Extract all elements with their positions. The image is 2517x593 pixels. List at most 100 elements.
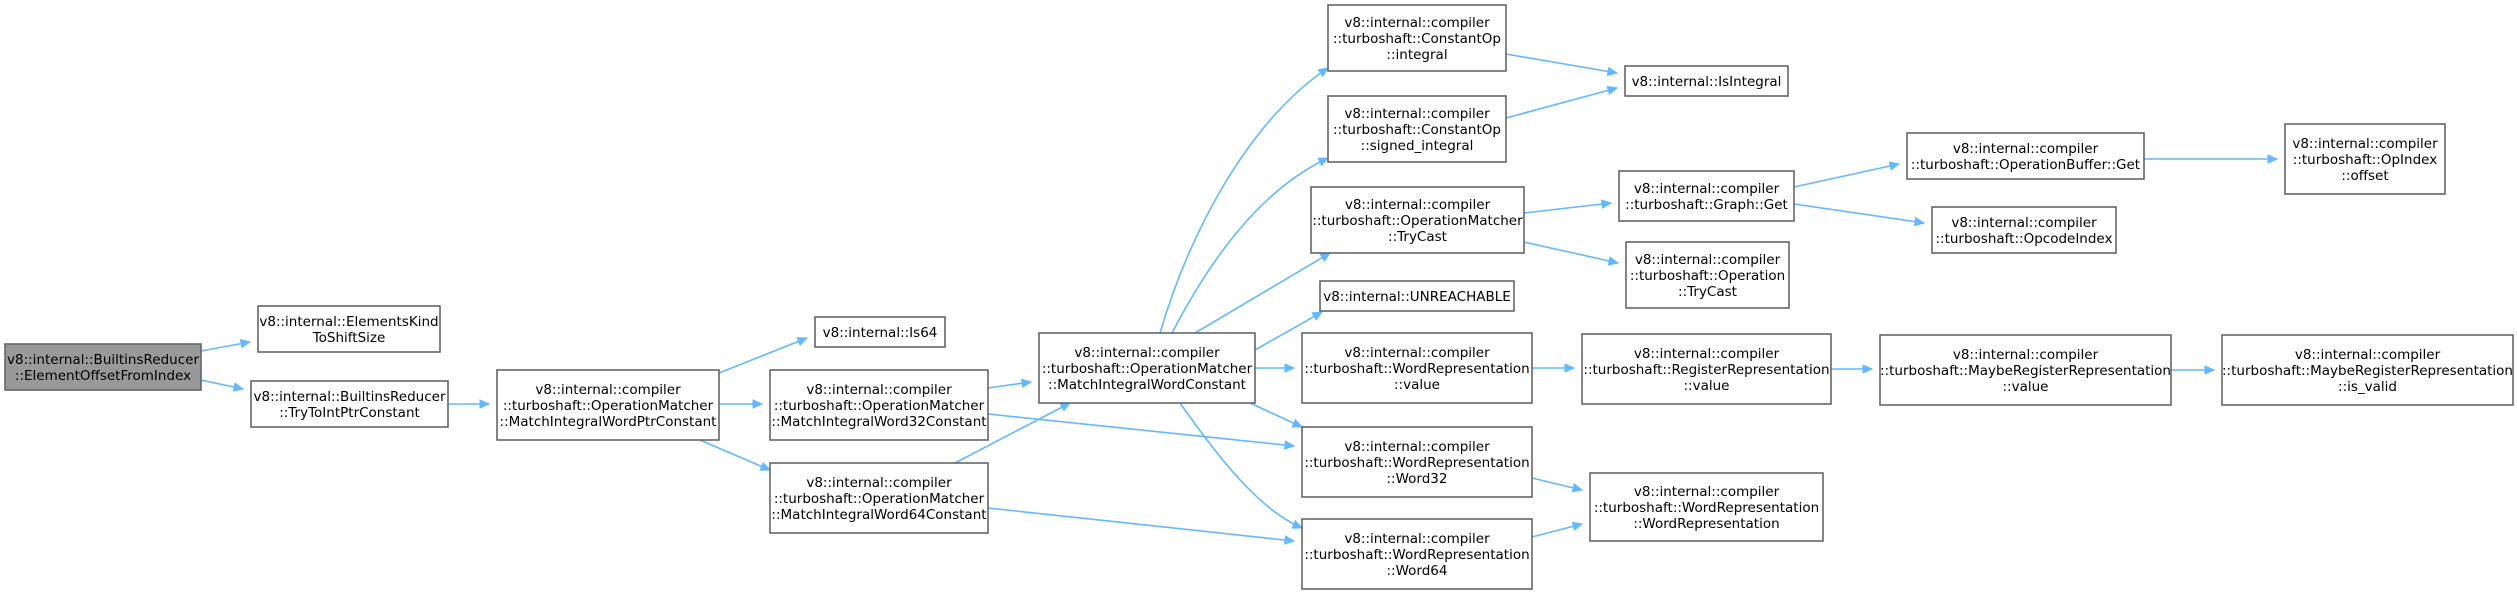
node-label-line: ::turboshaft::OperationBuffer::Get — [1911, 157, 2140, 173]
node-label-line: ::MatchIntegralWord32Constant — [771, 414, 986, 430]
node-label-line: v8::internal::compiler — [1951, 215, 2097, 231]
arrowhead-miwc-to-wrw32 — [1291, 418, 1304, 428]
arrowhead-wrval-to-rrval — [1564, 363, 1576, 373]
node-label-line: ::turboshaft::Graph::Get — [1625, 197, 1788, 213]
node-box — [1301, 332, 1533, 404]
node-box — [1310, 186, 1525, 254]
node-label-line: ::turboshaft::WordRepresentation — [1304, 361, 1529, 377]
node-wrwr[interactable]: v8::internal::compiler::turboshaft::Word… — [1589, 472, 1824, 542]
arrowhead-omtc-to-optc — [1607, 256, 1620, 266]
node-label-line: v8::internal::IsIntegral — [1632, 74, 1782, 90]
edge-miw64-to-miwc — [954, 402, 1071, 464]
arrowhead-miwpc-to-miw32 — [752, 399, 764, 409]
node-miw64[interactable]: v8::internal::compiler::turboshaft::Oper… — [769, 462, 989, 534]
arrowhead-cosint-to-isint — [1606, 85, 1619, 96]
node-label-line: ::signed_integral — [1361, 138, 1474, 154]
node-box — [4, 343, 202, 391]
arrowhead-wrw64-to-wrwr — [1571, 521, 1584, 532]
node-label-line: ::value — [1684, 378, 1730, 394]
node-gget[interactable]: v8::internal::compiler::turboshaft::Grap… — [1618, 170, 1795, 222]
node-oiofs[interactable]: v8::internal::compiler::turboshaft::OpIn… — [2284, 123, 2446, 195]
arrowhead-miw64-to-miwc — [1059, 402, 1072, 412]
node-label-line: ToShiftSize — [312, 330, 386, 346]
node-box — [1301, 518, 1533, 590]
node-miwpc[interactable]: v8::internal::compiler::turboshaft::Oper… — [496, 369, 720, 441]
node-label-line: ::turboshaft::WordRepresentation — [1304, 455, 1529, 471]
node-label-line: v8::internal::UNREACHABLE — [1323, 289, 1511, 305]
node-label-line: ::ElementOffsetFromIndex — [15, 368, 191, 384]
arrowhead-obget-to-oiofs — [2267, 154, 2279, 164]
edge-miwc-to-omtc — [1194, 252, 1331, 334]
node-label-line: v8::internal::compiler — [1634, 346, 1780, 362]
node-coint[interactable]: v8::internal::compiler::turboshaft::Cons… — [1327, 4, 1507, 72]
node-rrval[interactable]: v8::internal::compiler::turboshaft::Regi… — [1581, 333, 1832, 405]
node-box — [1618, 170, 1795, 222]
node-label-line: v8::internal::compiler — [1344, 15, 1490, 31]
edge-gget-to-opidx — [1793, 203, 1925, 224]
arrowhead-wrw32-to-wrwr — [1571, 483, 1584, 493]
node-obget[interactable]: v8::internal::compiler::turboshaft::Oper… — [1906, 132, 2145, 180]
node-wrval[interactable]: v8::internal::compiler::turboshaft::Word… — [1301, 332, 1533, 404]
node-label-line: ::turboshaft::ConstantOp — [1333, 31, 1501, 47]
node-label-line: v8::internal::Is64 — [823, 325, 938, 341]
arrowhead-miwc-to-cosint — [1317, 157, 1330, 167]
node-mrrval[interactable]: v8::internal::compiler::turboshaft::Mayb… — [1879, 334, 2172, 406]
node-opidx[interactable]: v8::internal::compiler::turboshaft::Opco… — [1931, 206, 2117, 254]
node-label-line: ::value — [2003, 379, 2049, 395]
node-label-line: ::turboshaft::OperationMatcher — [503, 398, 714, 414]
node-label-line: ::Word64 — [1387, 563, 1448, 579]
node-label-line: v8::internal::compiler — [806, 382, 952, 398]
node-label-line: v8::internal::compiler — [1344, 439, 1490, 455]
node-mrrvalid[interactable]: v8::internal::compiler::turboshaft::Mayb… — [2221, 334, 2514, 406]
node-isint[interactable]: v8::internal::IsIntegral — [1624, 65, 1789, 97]
node-box — [1624, 65, 1789, 97]
edge-omtc-to-gget — [1523, 202, 1612, 214]
node-label-line: v8::internal::compiler — [1634, 484, 1780, 500]
node-label-line: v8::internal::ElementsKind — [259, 314, 438, 330]
edge-gget-to-obget — [1793, 163, 1900, 188]
arrowhead-root-to-ttipc — [232, 382, 245, 392]
node-miwc[interactable]: v8::internal::compiler::turboshaft::Oper… — [1038, 332, 1256, 404]
node-label-line: v8::internal::compiler — [1344, 345, 1490, 361]
node-label-line: ::value — [1394, 377, 1440, 393]
node-omtc[interactable]: v8::internal::compiler::turboshaft::Oper… — [1310, 186, 1525, 254]
node-wrw32[interactable]: v8::internal::compiler::turboshaft::Word… — [1301, 426, 1533, 498]
arrowhead-miw32-to-miwc — [1020, 378, 1033, 389]
node-label-line: ::turboshaft::MaybeRegisterRepresentatio… — [1880, 363, 2171, 379]
node-box — [1327, 4, 1507, 72]
node-cosint[interactable]: v8::internal::compiler::turboshaft::Cons… — [1327, 95, 1507, 163]
node-label-line: ::Word32 — [1387, 471, 1448, 487]
node-box — [1327, 95, 1507, 163]
node-box — [496, 369, 720, 441]
node-label-line: v8::internal::compiler — [1344, 531, 1490, 547]
node-label-line: ::turboshaft::ConstantOp — [1333, 122, 1501, 138]
edge-miw32-to-wrw32 — [987, 413, 1295, 447]
node-ttipc[interactable]: v8::internal::BuiltinsReducer::TryToIntP… — [250, 380, 449, 428]
arrowhead-root-to-eksts — [239, 339, 252, 349]
node-optc[interactable]: v8::internal::compiler::turboshaft::Oper… — [1625, 241, 1790, 309]
node-unreach[interactable]: v8::internal::UNREACHABLE — [1319, 280, 1515, 312]
node-box — [1879, 334, 2172, 406]
node-label-line: ::MatchIntegralWordPtrConstant — [500, 414, 717, 430]
node-label-line: v8::internal::BuiltinsReducer — [7, 352, 199, 368]
node-wrw64[interactable]: v8::internal::compiler::turboshaft::Word… — [1301, 518, 1533, 590]
node-is64[interactable]: v8::internal::Is64 — [814, 316, 946, 348]
edge-miwpc-to-miw64 — [699, 439, 771, 471]
edge-omtc-to-optc — [1523, 241, 1619, 264]
node-label-line: v8::internal::compiler — [535, 382, 681, 398]
arrowhead-miwpc-to-is64 — [796, 337, 809, 346]
node-label-line: ::integral — [1386, 47, 1447, 63]
node-label-line: ::TryToIntPtrConstant — [279, 405, 420, 421]
node-label-line: ::is_valid — [2338, 379, 2397, 395]
arrowhead-omtc-to-gget — [1601, 199, 1613, 209]
node-miw32[interactable]: v8::internal::compiler::turboshaft::Oper… — [769, 369, 989, 441]
node-label-line: ::turboshaft::MaybeRegisterRepresentatio… — [2222, 363, 2513, 379]
edge-miwc-to-wrw64 — [1179, 402, 1303, 529]
node-box — [1906, 132, 2145, 180]
arrowhead-coint-to-isint — [1606, 66, 1619, 77]
arrowhead-ttipc-to-miwpc — [479, 399, 491, 409]
node-box — [1319, 280, 1515, 312]
node-root[interactable]: v8::internal::BuiltinsReducer::ElementOf… — [4, 343, 202, 391]
